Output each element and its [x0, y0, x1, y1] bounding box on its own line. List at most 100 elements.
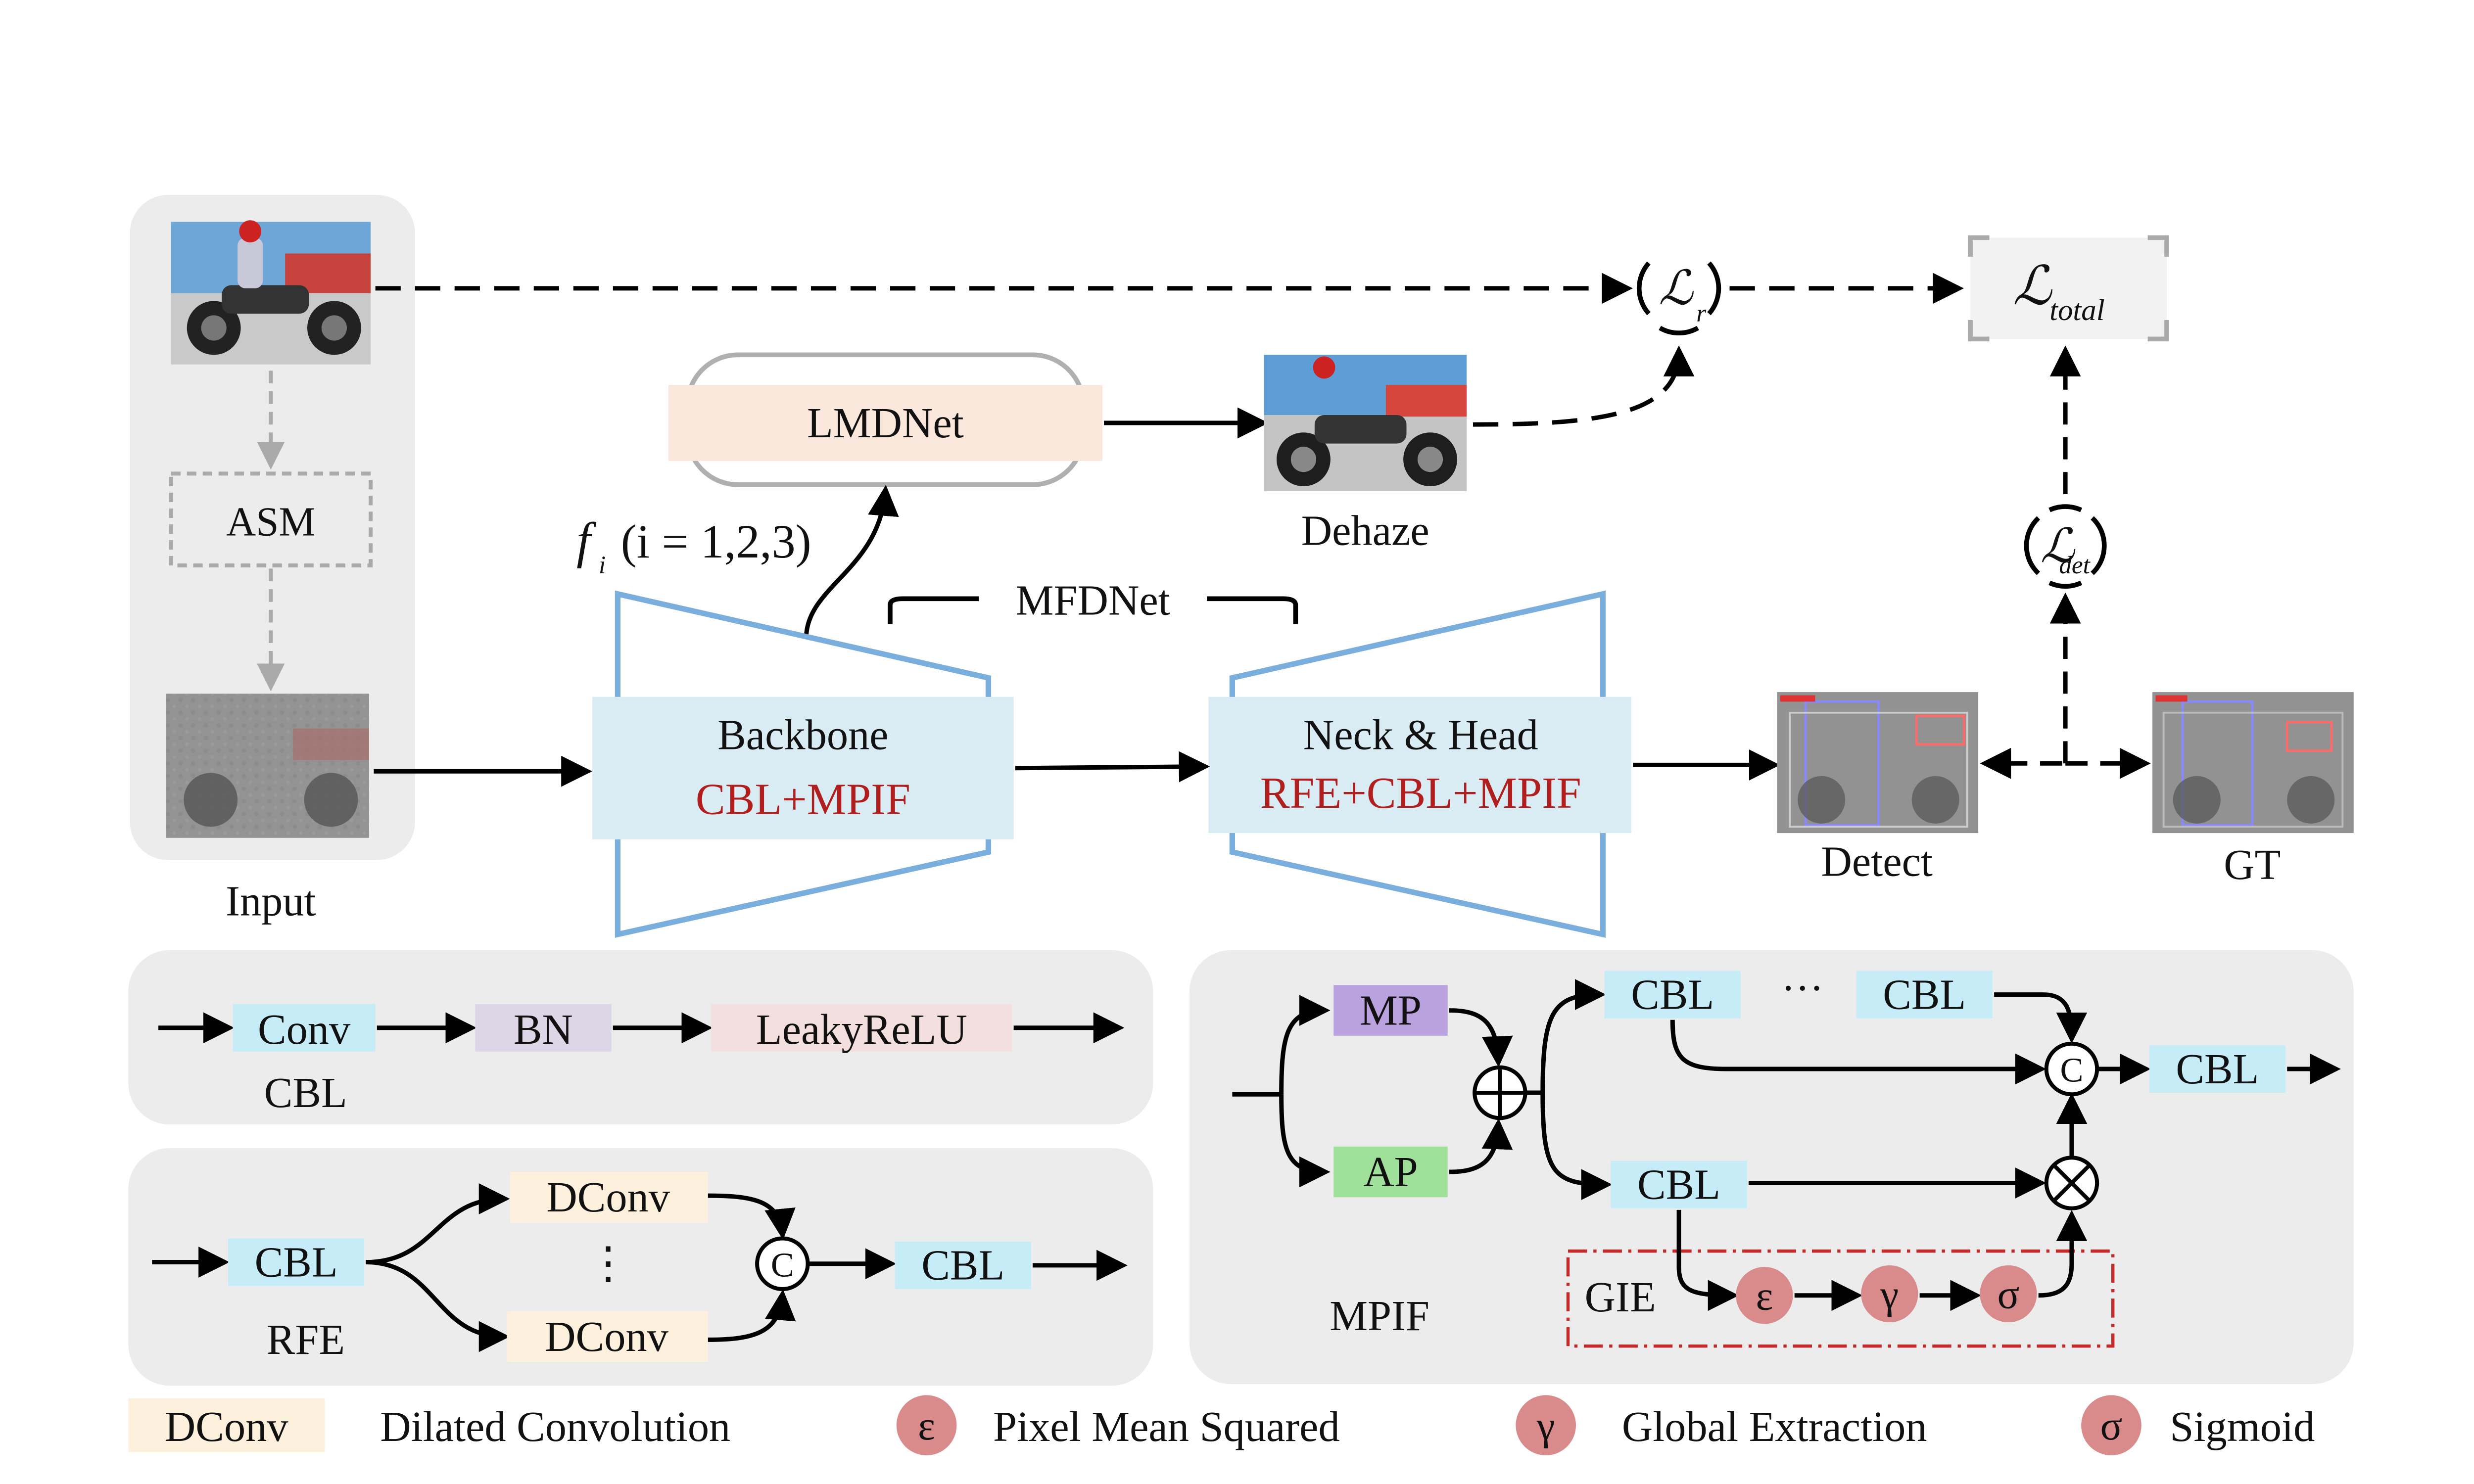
rfe-dconv-bottom-label: DConv	[545, 1313, 668, 1360]
mpif-arrow-to-mp	[1279, 995, 1331, 1095]
input-clear-image	[171, 220, 371, 365]
gt-caption: GT	[2224, 841, 2281, 888]
gie-box	[1566, 1249, 2115, 1348]
rfe-cbl-out-box	[895, 1241, 1031, 1289]
rfe-arrow-top-to-concat	[708, 1193, 796, 1240]
cbl-bn-box	[475, 1004, 612, 1052]
gie-gamma-label: γ	[1880, 1272, 1899, 1317]
legend-dconv-label: DConv	[165, 1403, 288, 1450]
legend-dconv-box	[128, 1398, 325, 1452]
gie-label: GIE	[1585, 1273, 1656, 1321]
mfdnet-bracket-right	[1207, 596, 1298, 624]
cbl-act-box	[711, 1004, 1012, 1052]
legend-sigma-circle	[2081, 1395, 2141, 1456]
cbl-panel	[128, 950, 1153, 1125]
mpif-cbl2-label: CBL	[1883, 971, 1966, 1018]
gie-sigma-node	[1980, 1265, 2037, 1323]
mpif-arrow-to-cbl1	[1540, 979, 1606, 1093]
arrow-backbone-to-neck	[1015, 751, 1210, 783]
asm-box: ASM	[169, 471, 373, 568]
mfdnet-bracket-left	[888, 596, 979, 624]
arrow-backbone-to-lmdnet	[804, 485, 899, 639]
mpif-caption: MPIF	[1330, 1292, 1429, 1340]
rfe-arrow-to-dconv-top	[366, 1183, 510, 1265]
rfe-dconv-top-label: DConv	[546, 1173, 670, 1221]
cbl-caption: CBL	[264, 1069, 347, 1116]
asm-label: ASM	[226, 499, 315, 545]
mpif-arrow-mp-to-add	[1449, 1008, 1513, 1067]
cbl-act-label: LeakyReLU	[756, 1006, 967, 1053]
rfe-dconv-bottom-box	[507, 1311, 708, 1362]
cbl-conv-box	[233, 1004, 376, 1052]
mpif-ellipsis: ···	[1781, 965, 1824, 1012]
mpif-arrow-cbl2-to-concat	[1994, 992, 2088, 1044]
gie-eps-label: ε	[1756, 1274, 1773, 1319]
mpif-arrow-ap-to-add	[1449, 1118, 1513, 1174]
rfe-cbl-out-label: CBL	[921, 1242, 1004, 1289]
rfe-arrow-bottom-to-concat	[708, 1289, 796, 1342]
mpif-cbl-out-label: CBL	[2176, 1045, 2259, 1093]
legend-gamma-symbol: γ	[1536, 1403, 1555, 1449]
loss-det-subscript: det	[2059, 551, 2091, 579]
loss-total-box: ℒ total	[1968, 235, 2169, 342]
mpif-arrow-to-cbl3	[1540, 1093, 1613, 1201]
gie-arrow-out	[2038, 1210, 2088, 1298]
legend-eps-text: Pixel Mean Squared	[993, 1403, 1340, 1450]
input-caption: Input	[226, 878, 316, 925]
legend-eps-symbol: ε	[918, 1403, 935, 1449]
mpif-add-node	[1473, 1065, 1527, 1120]
mpif-cbl3-label: CBL	[1637, 1160, 1720, 1208]
rfe-caption: RFE	[267, 1316, 345, 1363]
mpif-mp-box	[1333, 985, 1448, 1036]
mpif-ap-label: AP	[1363, 1148, 1418, 1196]
legend-sigma-text: Sigmoid	[2170, 1403, 2315, 1450]
backbone-box	[592, 696, 1014, 839]
legend-gamma-text: Global Extraction	[1622, 1403, 1927, 1450]
loss-total-subscript: total	[2049, 294, 2104, 327]
gie-arrow-in	[1676, 1209, 1739, 1311]
detect-image	[1777, 692, 1979, 834]
backbone-modules: CBL+MPIF	[696, 775, 910, 824]
mpif-mp-label: MP	[1360, 986, 1422, 1034]
lmdnet-box	[668, 385, 1102, 461]
mpif-cbl2-box	[1856, 971, 1993, 1019]
lmdnet-label: LMDNet	[807, 399, 964, 447]
gie-gamma-node	[1861, 1265, 1918, 1323]
dehaze-image	[1264, 355, 1467, 491]
mpif-cbl-out-box	[2149, 1045, 2286, 1093]
loss-r-node: ℒ r	[1636, 261, 1721, 336]
mpif-arrow-to-ap	[1279, 1094, 1331, 1188]
mpif-multiply-node	[2044, 1156, 2099, 1210]
loss-det-node: ℒ det	[2024, 504, 2107, 589]
fi-symbol: f	[576, 513, 597, 569]
fi-arguments: (i = 1,2,3)	[621, 515, 811, 568]
gie-sigma-label: σ	[1997, 1272, 2019, 1317]
mfdnet-title: MFDNet	[1016, 576, 1170, 624]
mpif-cbl3-box	[1611, 1160, 1747, 1208]
rfe-vdots: ⋮	[586, 1239, 630, 1288]
mpif-cbl1-box	[1604, 971, 1741, 1019]
legend-gamma-circle	[1516, 1395, 1576, 1456]
rfe-cbl-in-box	[228, 1238, 365, 1286]
rfe-arrow-to-dconv-bottom	[366, 1260, 510, 1352]
backbone-label: Backbone	[717, 711, 889, 758]
legend-eps-circle	[896, 1395, 957, 1456]
fi-subscript: i	[599, 551, 606, 579]
neck-box	[1208, 696, 1632, 834]
rfe-panel	[128, 1148, 1153, 1386]
gie-eps-node	[1736, 1267, 1793, 1324]
loss-det-symbol: ℒ	[2041, 520, 2076, 573]
input-hazy-image	[166, 694, 369, 838]
mpif-cbl1-label: CBL	[1631, 971, 1714, 1018]
neck-modules: RFE+CBL+MPIF	[1260, 769, 1581, 818]
rfe-cbl-in-label: CBL	[255, 1238, 338, 1286]
rfe-dconv-top-box	[510, 1172, 708, 1223]
legend-dconv-text: Dilated Convolution	[380, 1403, 730, 1450]
rfe-concat-node	[755, 1236, 810, 1291]
mpif-arrow-cbl1-to-concat	[1670, 1020, 2046, 1085]
legend-sigma-symbol: σ	[2100, 1403, 2123, 1449]
loss-r-subscript: r	[1696, 299, 1707, 327]
cbl-conv-label: Conv	[258, 1006, 351, 1053]
dehaze-caption: Dehaze	[1301, 507, 1429, 554]
cbl-bn-label: BN	[514, 1006, 573, 1053]
